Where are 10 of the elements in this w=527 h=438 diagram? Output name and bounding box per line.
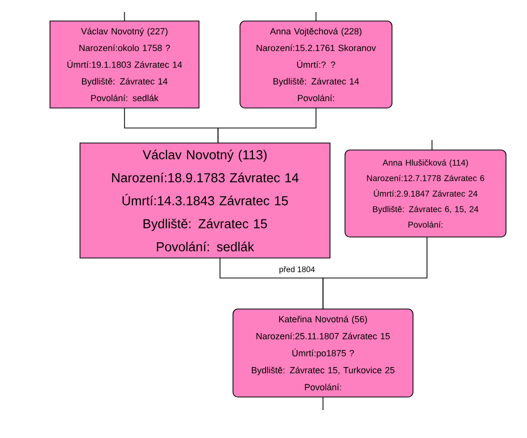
- connector-line: [124, 12, 125, 22]
- connector-line: [322, 236, 428, 310]
- person-box: Anna Hlušičková (114) Narození:12.7.1778 Závratec 6 Úmrtí:2.9.1847 Závratec 24 Bydliště: Závratec 6, 15, 24 Povolání:: [344, 150, 506, 238]
- connector-line: [218, 108, 316, 144]
- person-box: Kateřina Novotná (56) Narození:25.11.1807 Závratec 15 Úmrtí:po1875 ? Bydliště: Závratec 15, Turkovice 25 Povolání:: [232, 308, 414, 398]
- person-box: Anna Vojtěchová (228) Narození:15.2.1761 Skoranov Úmrtí:? ? Bydliště: Závratec 14 Povolání:: [240, 20, 392, 108]
- edge-label: před 1804: [280, 266, 315, 274]
- person-box: Václav Novotný (113) Narození:18.9.1783 Závratec 14 Úmrtí:14.3.1843 Závratec 15 Bydliště: Závratec 15 Povolání: sedlák: [80, 142, 330, 258]
- person-box: Václav Novotný (227) Narození:okolo 1758 ? Úmrtí:19.1.1803 Závratec 14 Bydliště: Závratec 14 Povolání: sedlák: [50, 20, 200, 108]
- connector-line: [322, 396, 324, 410]
